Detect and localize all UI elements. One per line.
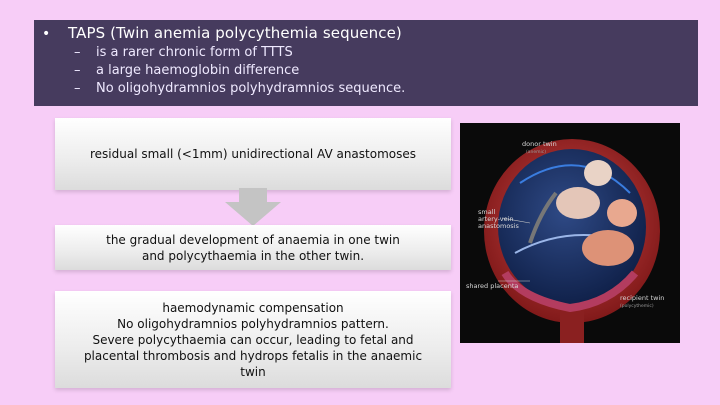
flow-box-1-text: residual small (<1mm) unidirectional AV …	[89, 147, 416, 161]
flow-box-3-line-1: haemodynamic compensation	[162, 300, 344, 315]
bullet: •	[42, 26, 51, 42]
donor-twin-sublabel: (anemic)	[526, 150, 546, 155]
flow-box-2: the gradual development of anaemia in on…	[55, 225, 451, 270]
flow-box-1: residual small (<1mm) unidirectional AV …	[55, 118, 451, 190]
twin-uterus-illustration: donor twin (anemic) small artery-vein an…	[460, 123, 680, 343]
flow-box-2-text: the gradual development of anaemia in on…	[106, 232, 400, 263]
flow-box-3: haemodynamic compensation No oligohydram…	[55, 291, 451, 388]
header-title: TAPS (Twin anemia polycythemia sequence)	[68, 24, 402, 42]
sub-bullet-1: –is a rarer chronic form of TTTS	[74, 45, 293, 60]
uterus-graphic	[484, 139, 660, 343]
shared-placenta-label: shared placenta	[466, 282, 519, 290]
header-panel: • TAPS (Twin anemia polycythemia sequenc…	[34, 20, 698, 106]
flow-box-3-line-2: No oligohydramnios polyhydramnios patter…	[117, 316, 389, 331]
sub-bullet-2: –a large haemoglobin difference	[74, 63, 300, 78]
recipient-twin-sublabel: (polycythemic)	[620, 304, 654, 309]
anastomosis-label: small artery-vein anastomosis	[478, 208, 519, 230]
down-arrow-icon	[225, 188, 281, 226]
sub-bullet-3: –No oligohydramnios polyhydramnios seque…	[74, 81, 406, 96]
donor-twin-label: donor twin	[522, 140, 557, 148]
recipient-twin-label: recipient twin	[620, 294, 665, 302]
flow-box-3-line-3: Severe polycythaemia can occur, leading …	[83, 332, 423, 379]
